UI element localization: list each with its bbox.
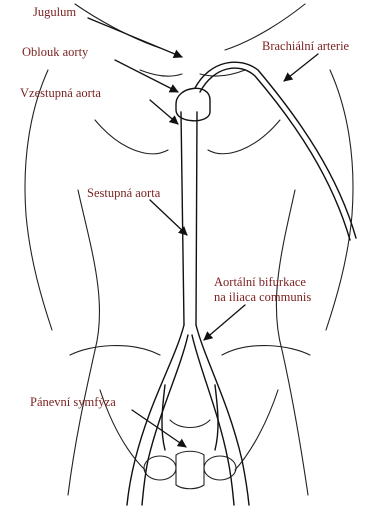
pelvic-bones: [144, 420, 236, 489]
label-ascending-aorta: Vzestupná aorta: [20, 86, 101, 100]
right-pelvis: [222, 346, 310, 355]
right-pectoral: [208, 120, 280, 154]
pointer-arrows: [88, 18, 318, 447]
left-internal-iliac: [162, 385, 165, 450]
left-pectoral: [95, 120, 168, 154]
label-jugulum: Jugulum: [33, 5, 76, 19]
ascending-aorta-left-wall: [181, 112, 184, 325]
label-aortic-arch: Oblouk aorty: [22, 45, 88, 59]
left-arm-outline: [25, 70, 52, 330]
brachial-artery-outer: [195, 62, 356, 238]
left-torso-line: [68, 190, 100, 495]
left-clavicle: [140, 70, 182, 76]
label-pubic-symphysis: Pánevní symfýza: [30, 395, 116, 409]
arrow-aortic-bifurcation: [204, 305, 245, 340]
arrow-jugulum: [88, 18, 182, 57]
arrow-descending-aorta: [150, 200, 187, 235]
arrow-brachial-artery: [284, 54, 318, 81]
right-iliac-inner: [192, 335, 234, 505]
arrow-ascending-aorta: [150, 100, 178, 124]
sacrum-outline: [170, 420, 210, 428]
right-arm-outline: [326, 70, 353, 330]
label-aortic-bifurcation-line2: na iliaca communis: [214, 290, 311, 304]
label-descending-aorta: Sestupná aorta: [87, 186, 160, 200]
left-shoulder-line: [75, 4, 160, 48]
body-outline: [25, 4, 353, 495]
label-aortic-bifurcation-line1: Aortální bifurkace: [214, 275, 306, 289]
ascending-aorta-right-wall: [196, 112, 197, 325]
label-brachial-artery: Brachiální arterie: [262, 39, 349, 53]
right-torso-line: [276, 190, 308, 495]
left-pelvis: [70, 346, 160, 355]
symphysis-outline: [176, 451, 204, 489]
